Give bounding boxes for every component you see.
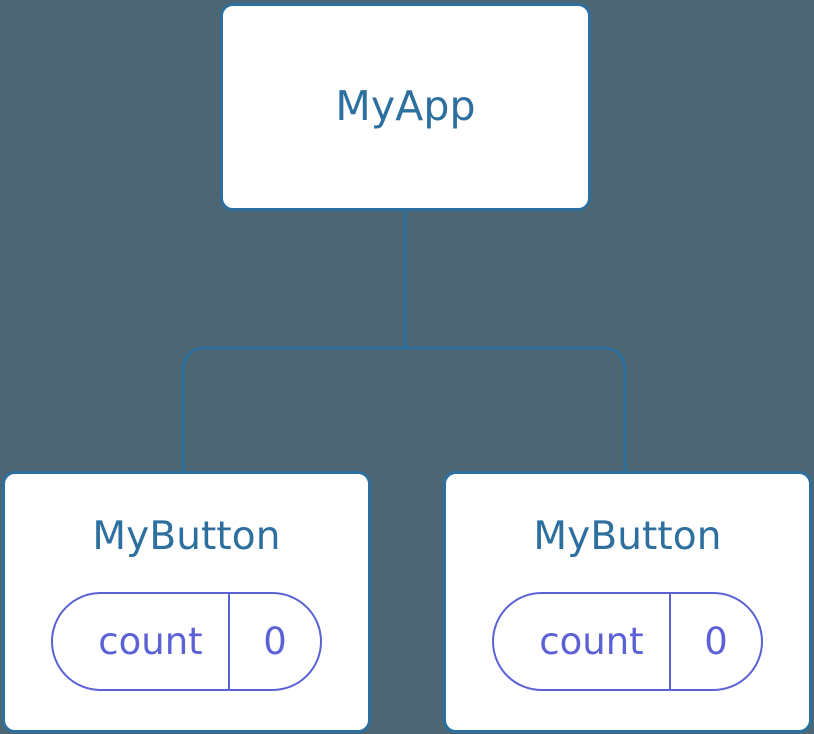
node-mybutton-0[interactable]: MyButton count 0: [2, 471, 371, 733]
state-value: 0: [228, 594, 320, 689]
node-title: MyApp: [335, 81, 476, 130]
node-myapp[interactable]: MyApp: [220, 3, 591, 211]
state-pill[interactable]: count 0: [492, 592, 763, 691]
edge-root-to-child-0: [181, 346, 405, 472]
edge-root-to-child-1: [405, 346, 627, 472]
state-pill[interactable]: count 0: [51, 592, 322, 691]
node-mybutton-1[interactable]: MyButton count 0: [443, 471, 812, 733]
state-key: count: [539, 620, 644, 663]
node-title: MyButton: [92, 514, 281, 559]
node-title: MyButton: [533, 514, 722, 559]
state-value: 0: [669, 594, 761, 689]
state-key: count: [98, 620, 203, 663]
